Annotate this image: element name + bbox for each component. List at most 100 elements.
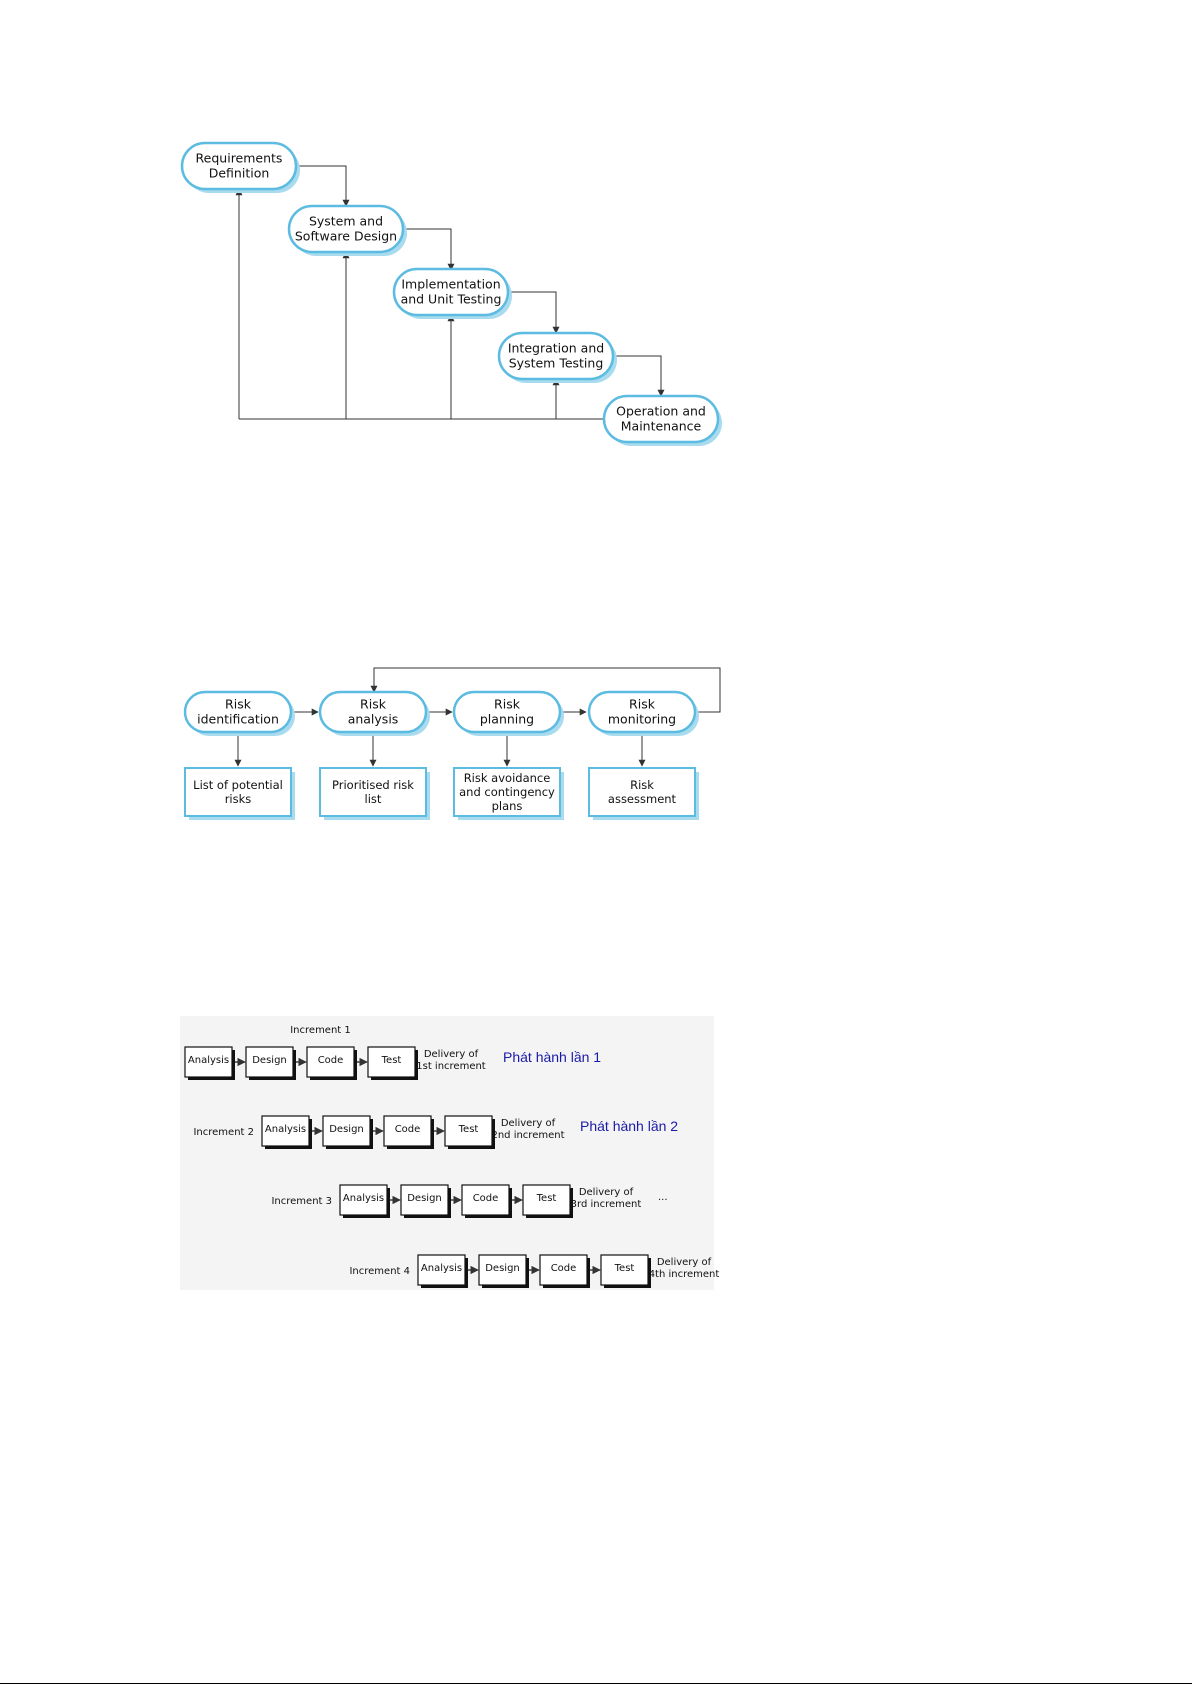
step-box	[245, 1046, 294, 1078]
risk-output-2-border	[319, 767, 427, 817]
step-label: Test	[614, 1263, 635, 1274]
risk-output-4-label: assessment	[608, 792, 677, 806]
waterfall-arrow-2-3	[403, 228, 455, 271]
step-box	[306, 1046, 355, 1078]
step-label: Code	[551, 1263, 577, 1274]
step-box	[539, 1254, 588, 1286]
step-box	[184, 1046, 233, 1078]
risk-output-1-label: risks	[225, 792, 252, 806]
step-label: Design	[485, 1263, 520, 1274]
risk-stage-1-border	[183, 690, 293, 734]
waterfall-stage-3-label: and Unit Testing	[401, 292, 502, 307]
step-label: Analysis	[421, 1263, 462, 1274]
step-label: Code	[318, 1055, 344, 1066]
risk-stage-1-label: identification	[197, 712, 279, 727]
risk-output-1-label: List of potential	[193, 778, 283, 792]
step-label: Design	[252, 1055, 287, 1066]
risk-stage-3-label: Risk	[494, 697, 521, 712]
delivery-label: Delivery of	[501, 1118, 556, 1129]
risk-stage-1-label: Risk	[225, 697, 252, 712]
delivery-label: 4th increment	[649, 1269, 720, 1280]
increment-label: Increment 2	[193, 1127, 254, 1138]
release-note: Phát hành lần 1	[503, 1049, 601, 1065]
step-box	[522, 1184, 571, 1216]
step-label: Analysis	[188, 1055, 229, 1066]
delivery-label: Delivery of	[657, 1257, 712, 1268]
waterfall-stage-5-border	[602, 394, 720, 444]
risk-stage-2-label: Risk	[360, 697, 387, 712]
waterfall-stage-4-border	[497, 331, 615, 381]
delivery-label: 1st increment	[416, 1061, 486, 1072]
step-label: Design	[329, 1124, 364, 1135]
waterfall-stage-1-label: Requirements	[196, 151, 283, 166]
increment-label: Increment 4	[349, 1266, 410, 1277]
step-box	[417, 1254, 466, 1286]
step-box	[367, 1046, 416, 1078]
step-label: Test	[536, 1193, 557, 1204]
waterfall-stage-1-border	[180, 141, 298, 191]
risk-stage-2-border	[318, 690, 428, 734]
step-box	[400, 1184, 449, 1216]
step-box	[444, 1115, 493, 1147]
waterfall-stage-3-label: Implementation	[401, 277, 500, 292]
step-box	[383, 1115, 432, 1147]
risk-stage-4-label: Risk	[629, 697, 656, 712]
risk-stage-4-border	[587, 690, 697, 734]
waterfall-arrow-3-4	[508, 291, 560, 334]
waterfall-arrow-4-5	[614, 355, 665, 397]
waterfall-stage-5-label: Operation and	[616, 404, 706, 419]
page-bottom-rule	[0, 1683, 1192, 1684]
delivery-label: 3rd increment	[571, 1199, 642, 1210]
step-label: Test	[381, 1055, 402, 1066]
risk-output-3-label: Risk avoidance	[464, 771, 551, 785]
delivery-label: 2nd increment	[491, 1130, 564, 1141]
risk-stage-4-label: monitoring	[608, 712, 676, 727]
step-label: Code	[395, 1124, 421, 1135]
risk-output-3-label: plans	[492, 799, 523, 813]
step-label: Code	[473, 1193, 499, 1204]
increment-label: Increment 3	[271, 1196, 332, 1207]
release-note: Phát hành lần 2	[580, 1118, 678, 1134]
increment-row-3: Increment 3 Analysis Design Code Test Deliver…	[271, 1184, 668, 1218]
step-label: Design	[407, 1193, 442, 1204]
step-box	[339, 1184, 388, 1216]
risk-management-diagram: RiskidentificationRiskanalysisRiskplanni…	[183, 667, 721, 820]
increment-label: Increment 1	[290, 1025, 351, 1036]
risk-connectors	[234, 667, 721, 767]
waterfall-stage-2-border	[287, 204, 405, 254]
risk-output-2-label: Prioritised risk	[332, 778, 414, 792]
risk-stage-3-label: planning	[480, 712, 534, 727]
waterfall-connectors	[235, 165, 665, 420]
waterfall-stage-3-border	[392, 267, 510, 317]
delivery-label: Delivery of	[579, 1187, 634, 1198]
ellipsis-note: ...	[658, 1192, 668, 1203]
risk-stage-2-label: analysis	[348, 712, 399, 727]
waterfall-stage-2-label: System and	[309, 214, 383, 229]
step-box	[461, 1184, 510, 1216]
waterfall-arrow-1-2	[297, 165, 350, 207]
step-box	[261, 1115, 310, 1147]
step-box	[322, 1115, 371, 1147]
step-label: Analysis	[343, 1193, 384, 1204]
waterfall-stage-4-label: System Testing	[509, 356, 604, 371]
waterfall-stage-5-label: Maintenance	[621, 419, 702, 434]
risk-output-3-border	[453, 767, 561, 817]
risk-output-4-label: Risk	[630, 778, 654, 792]
risk-output-3-label: and contingency	[459, 785, 555, 799]
waterfall-stage-4-label: Integration and	[508, 341, 604, 356]
waterfall-stage-1-label: Definition	[209, 166, 270, 181]
risk-output-1-border	[184, 767, 292, 817]
